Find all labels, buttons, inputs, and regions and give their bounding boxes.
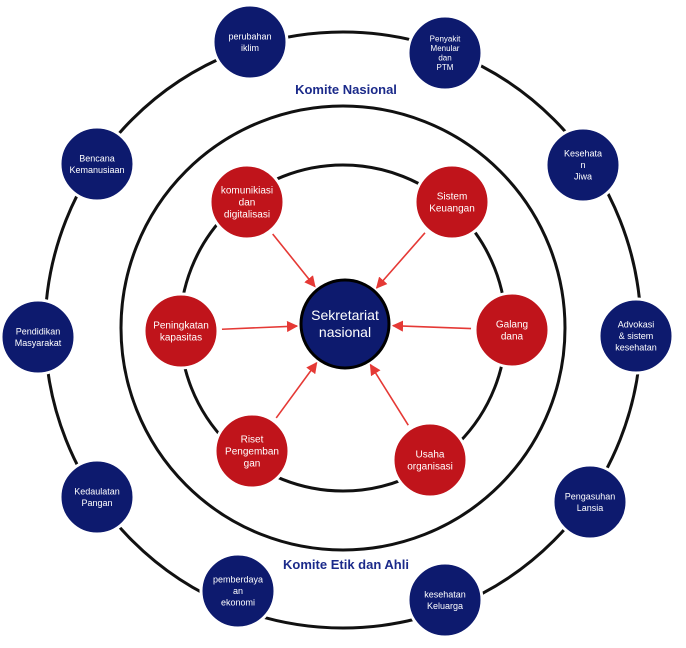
outer-node-label: n — [580, 160, 585, 170]
outer-node-circle — [544, 126, 622, 204]
middle-ring — [119, 104, 567, 552]
inner-node-label: Riset — [241, 435, 264, 446]
outer-node-label: dan — [438, 54, 451, 63]
outer-node-label: Advokasi — [618, 320, 655, 330]
arrow-to-center — [375, 232, 426, 289]
inner-node-label: gan — [244, 459, 261, 470]
outer-node-label: PTM — [437, 63, 454, 72]
outer-node-circle — [199, 552, 277, 630]
outer-node-circle — [0, 298, 77, 376]
inner-node-label: dan — [239, 198, 256, 209]
outer-node-label: Pangan — [81, 498, 112, 508]
outer-node-label: Menular — [431, 44, 460, 53]
outer-node-label: Bencana — [79, 153, 115, 163]
inner-node-label: Usaha — [416, 450, 445, 461]
outer-node-label: an — [233, 586, 243, 596]
outer-node-label: Penyakit — [430, 35, 461, 44]
outer-node-0: perubahan iklim — [211, 3, 289, 81]
outer-node-label: Pendidikan — [16, 326, 61, 336]
outer-node-circle — [58, 458, 136, 536]
inner-node-circle — [391, 421, 469, 499]
outer-nodes-group: perubahaniklimPenyakitMenulardanPTMKeseh… — [0, 3, 675, 639]
arrow-to-center — [272, 233, 316, 288]
inner-node-label: digitalisasi — [224, 210, 270, 221]
outer-node-label: & sistem — [619, 331, 654, 341]
outer-node-circle — [406, 561, 484, 639]
center-node: Sekretariat nasional — [299, 278, 391, 370]
inner-node-label: Pengemban — [225, 447, 279, 458]
outer-node-label: kesehatan — [615, 343, 657, 353]
outer-node-3: Advokasi& sistem kesehatan — [597, 297, 675, 375]
inner-node-label: Galang — [496, 320, 528, 331]
outer-node-label: Keluarga — [427, 601, 463, 611]
inner-node-circle — [142, 292, 220, 370]
outer-node-circle — [551, 463, 629, 541]
arrows-group — [221, 232, 472, 426]
outer-node-label: Kesehata — [564, 149, 602, 159]
outer-node-label: Kemanusiaan — [69, 165, 124, 175]
outer-node-label: Lansia — [577, 503, 604, 513]
outer-node-label: ekonomi — [221, 598, 255, 608]
inner-node-circle — [213, 412, 291, 490]
center-label-line-2: nasional — [319, 324, 371, 340]
inner-node-label: Peningkatan — [153, 321, 209, 332]
outer-node-label: Kedaulatan — [74, 486, 120, 496]
outer-node-circle — [406, 14, 484, 92]
inner-node-label: Keuangan — [429, 204, 475, 215]
center-label-line-1: Sekretariat — [311, 307, 379, 323]
arrow-to-center — [391, 320, 472, 332]
komite-etik-heading: Komite Etik dan Ahli — [283, 557, 409, 572]
outer-node-circle — [58, 125, 136, 203]
outer-node-label: pemberdaya — [213, 575, 263, 585]
arrow-to-center — [369, 363, 409, 426]
inner-node-label: dana — [501, 332, 524, 343]
inner-node-circle — [413, 163, 491, 241]
outer-node-label: iklim — [241, 43, 259, 53]
inner-node-circle — [208, 163, 286, 241]
inner-node-label: komunikiasi — [221, 186, 273, 197]
center-circle — [299, 278, 391, 370]
outer-node-circle — [597, 297, 675, 375]
outer-node-circle — [211, 3, 289, 81]
outer-node-label: perubahan — [228, 31, 271, 41]
inner-node-circle — [473, 291, 551, 369]
outer-node-label: Pengasuhan — [565, 491, 616, 501]
outer-node-label: Jiwa — [574, 172, 592, 182]
outer-node-label: Masyarakat — [15, 338, 62, 348]
komite-nasional-heading: Komite Nasional — [295, 82, 397, 97]
inner-node-label: kapasitas — [160, 333, 202, 344]
inner-node-label: organisasi — [407, 462, 453, 473]
arrow-to-center — [221, 320, 299, 333]
outer-node-label: kesehatan — [424, 589, 466, 599]
inner-node-label: Sistem — [437, 192, 468, 203]
arrow-to-center — [275, 361, 318, 419]
